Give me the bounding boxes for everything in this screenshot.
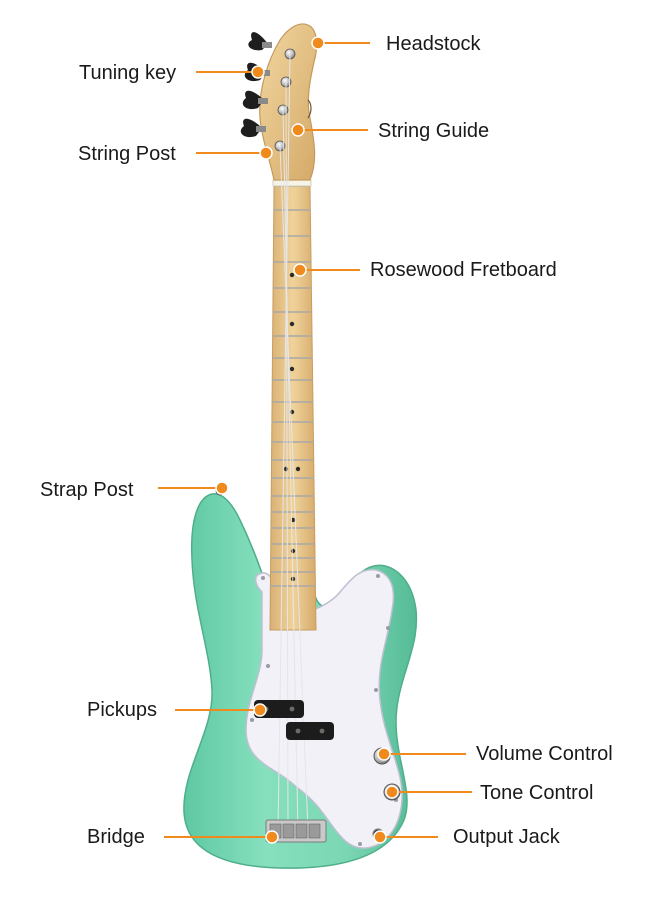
label-fretboard: Rosewood Fretboard [370, 259, 557, 281]
bridge [265, 819, 327, 843]
guitar-neck [269, 185, 317, 631]
headstock [259, 23, 318, 181]
label-volume-control: Volume Control [476, 743, 613, 765]
label-strap-post: Strap Post [40, 479, 134, 501]
pickguard-screws [250, 574, 398, 846]
label-string-guide: String Guide [378, 120, 490, 142]
leader-dots [215, 36, 399, 844]
label-output-jack: Output Jack [453, 826, 560, 848]
pickups [254, 700, 334, 740]
label-bridge: Bridge [87, 826, 145, 848]
label-tone-control: Tone Control [480, 782, 594, 804]
label-headstock: Headstock [386, 33, 481, 55]
leader-lines [158, 42, 472, 838]
tuning-key-shafts [256, 42, 272, 132]
headstock-logo-mark [307, 99, 312, 119]
label-pickups: Pickups [87, 699, 158, 721]
label-string-post: String Post [78, 143, 176, 165]
nut [272, 179, 312, 187]
label-tuning-key: Tuning key [79, 62, 177, 84]
